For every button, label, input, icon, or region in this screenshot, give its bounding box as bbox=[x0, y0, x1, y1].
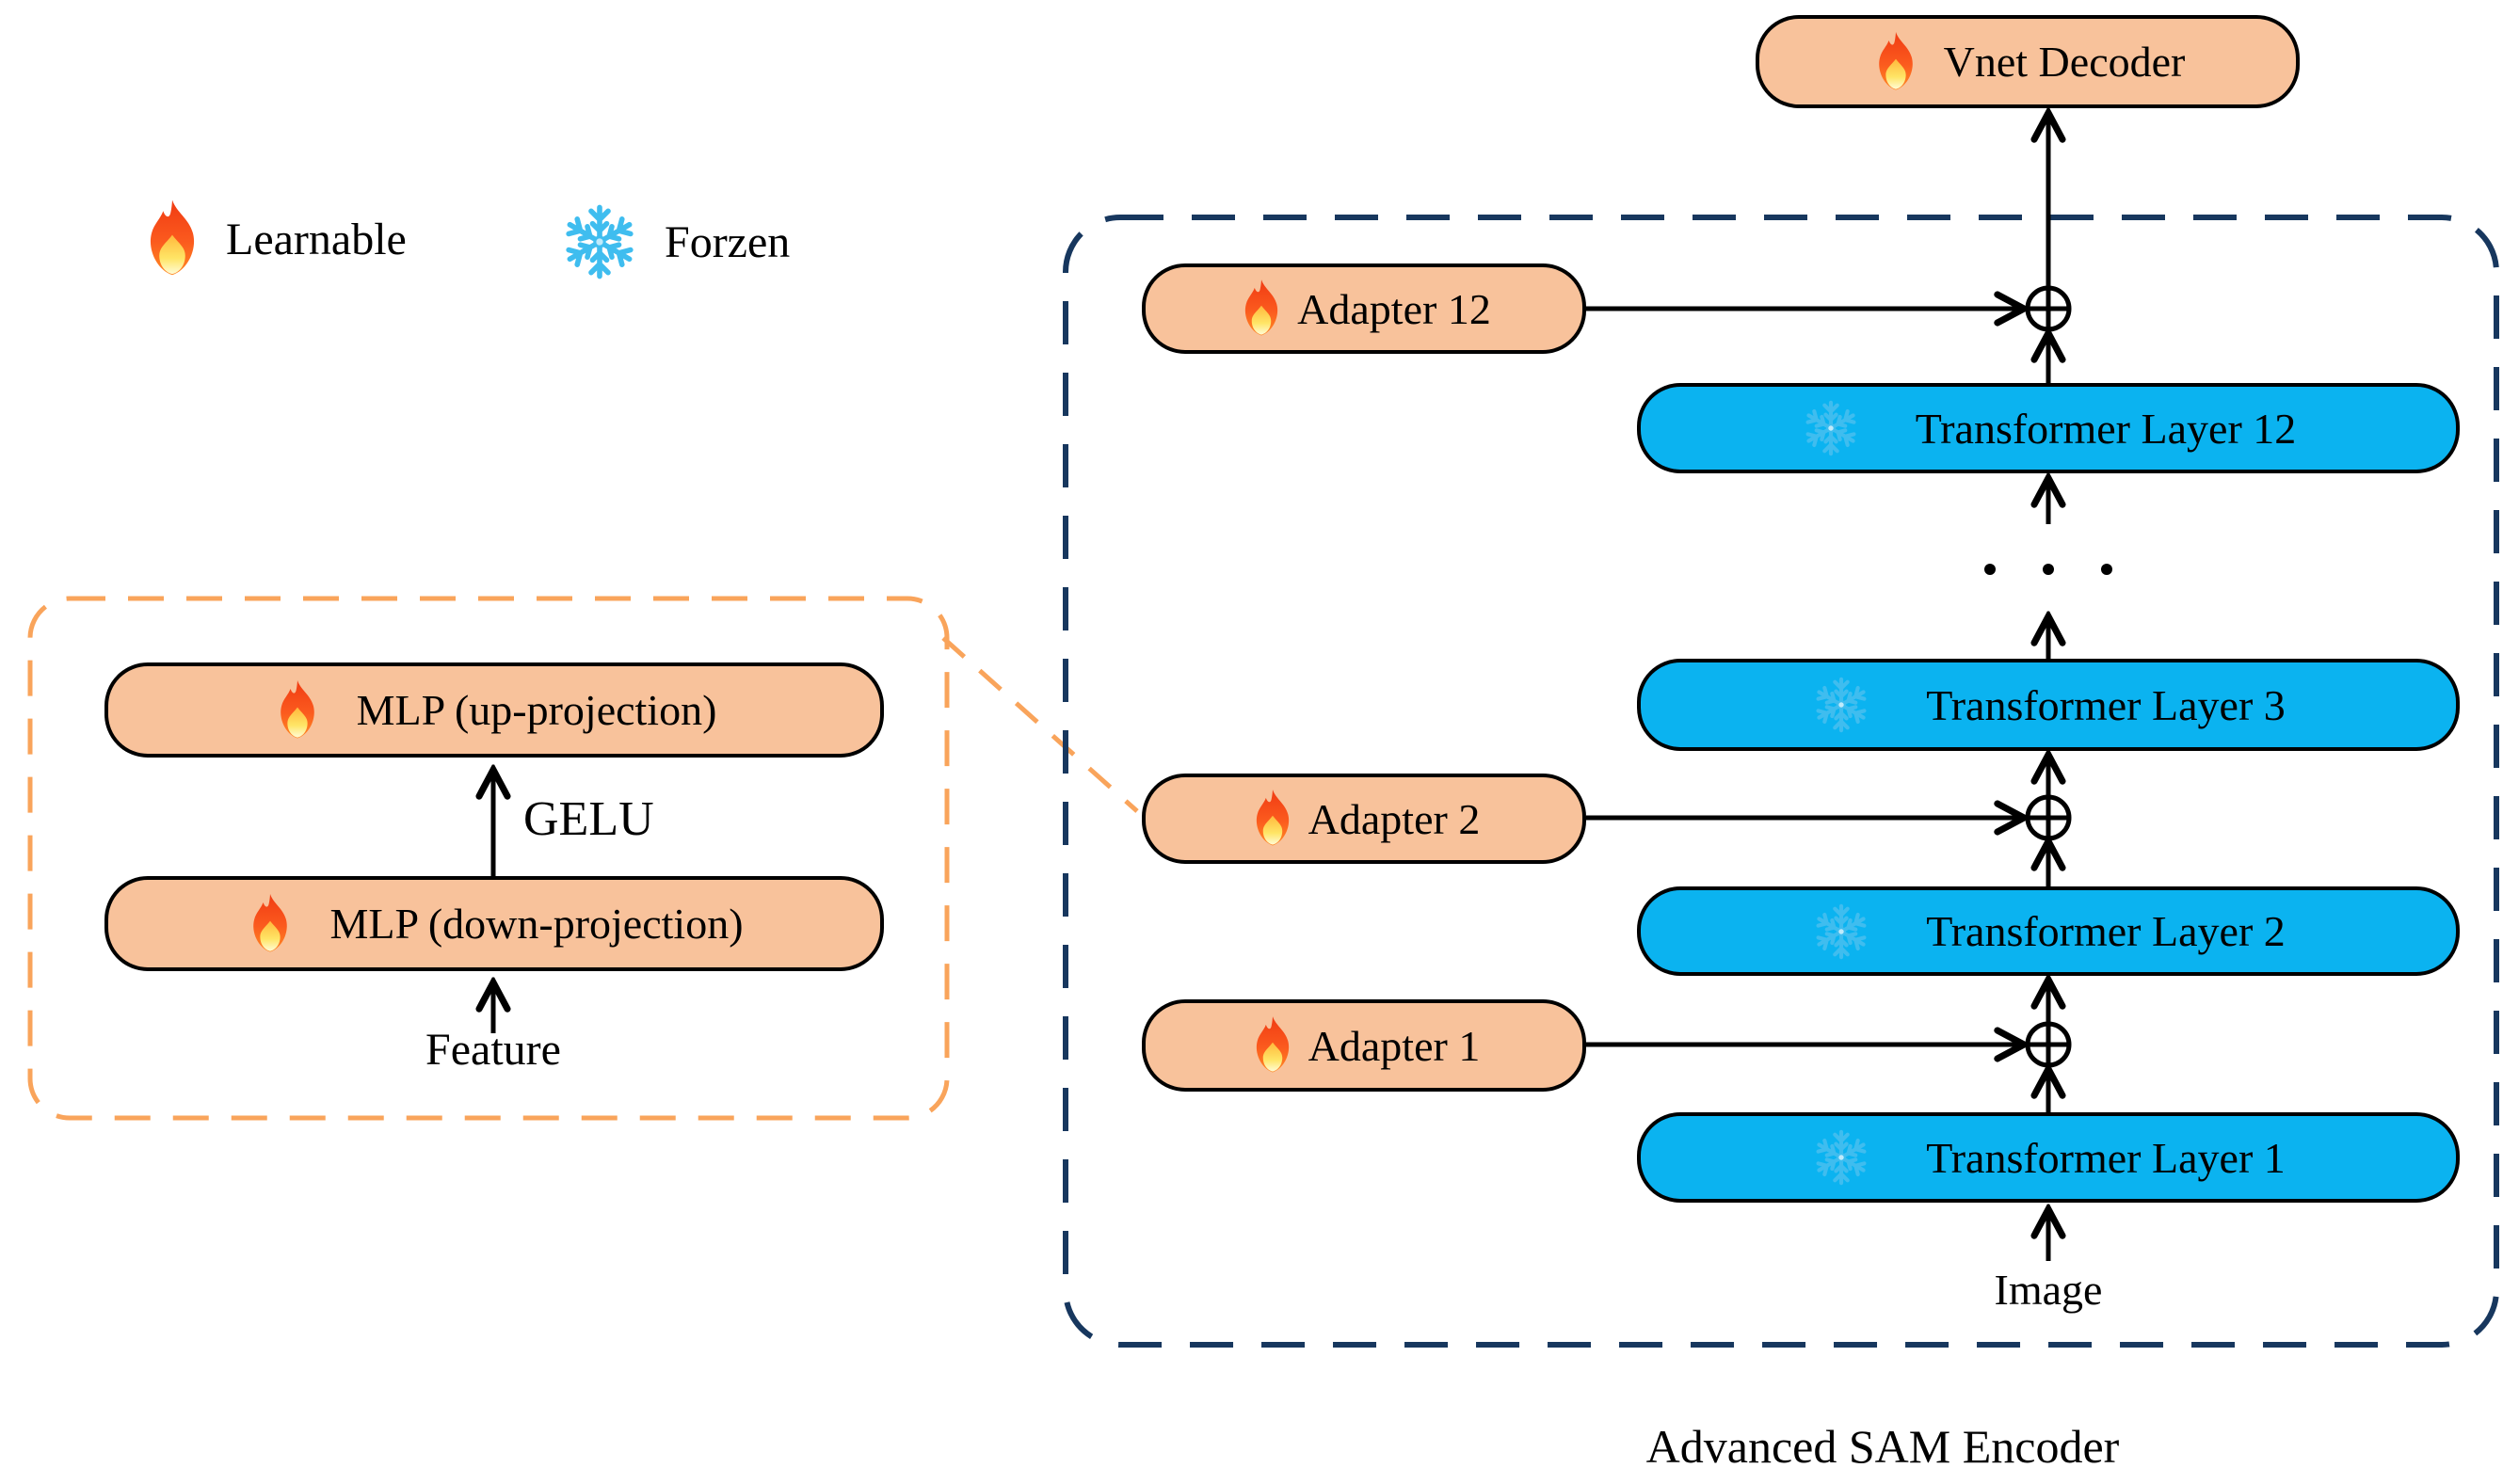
sum-node-top bbox=[2025, 285, 2072, 332]
sum-nodes bbox=[2025, 285, 2072, 1068]
vnet-decoder-box: Vnet Decoder bbox=[1756, 15, 2300, 108]
vnet-decoder-label: Vnet Decoder bbox=[1943, 38, 2186, 86]
adapter-2-box: Adapter 2 bbox=[1142, 774, 1586, 864]
snowflake-icon bbox=[1811, 902, 1871, 962]
zoom-callout-dashed-line bbox=[941, 636, 1139, 813]
legend-frozen-label: Forzen bbox=[665, 216, 791, 267]
legend-frozen: Forzen bbox=[559, 201, 790, 282]
snowflake-icon bbox=[1811, 675, 1871, 735]
transformer-layer-12-label: Transformer Layer 12 bbox=[1915, 404, 2297, 453]
ellipsis-dots bbox=[1984, 564, 2112, 575]
snowflake-icon bbox=[559, 201, 640, 282]
adapter-2-label: Adapter 2 bbox=[1308, 794, 1481, 843]
transformer-layer-3-box: Transformer Layer 3 bbox=[1637, 659, 2460, 751]
figure-caption: Advanced SAM Encoder bbox=[1645, 1420, 2120, 1473]
flame-icon bbox=[1248, 787, 1297, 851]
flame-icon bbox=[1870, 28, 1921, 96]
mlp-down-projection-box: MLP (down-projection) bbox=[104, 876, 884, 971]
mlp-up-projection-box: MLP (up-projection) bbox=[104, 662, 884, 758]
adapter-1-box: Adapter 1 bbox=[1142, 999, 1586, 1092]
transformer-layer-2-label: Transformer Layer 2 bbox=[1926, 907, 2286, 955]
transformer-layer-1-box: Transformer Layer 1 bbox=[1637, 1112, 2460, 1203]
mlp-down-projection-label: MLP (down-projection) bbox=[329, 900, 744, 948]
legend-learnable-label: Learnable bbox=[226, 214, 407, 264]
feature-label: Feature bbox=[425, 1025, 561, 1075]
adapter-12-label: Adapter 12 bbox=[1297, 284, 1491, 333]
encoder-panel-border bbox=[1063, 215, 2499, 1348]
transformer-layer-12-box: Transformer Layer 12 bbox=[1637, 383, 2460, 473]
adapter-skip-arrows bbox=[1586, 309, 2024, 1045]
transformer-layer-3-label: Transformer Layer 3 bbox=[1926, 680, 2286, 729]
adapter-12-box: Adapter 12 bbox=[1142, 263, 1586, 354]
snowflake-icon bbox=[1811, 1127, 1871, 1188]
flame-icon bbox=[139, 196, 205, 282]
flame-icon bbox=[1237, 277, 1286, 341]
transformer-layer-2-box: Transformer Layer 2 bbox=[1637, 886, 2460, 976]
gelu-label: GELU bbox=[523, 792, 654, 846]
snowflake-icon bbox=[1801, 398, 1861, 458]
legend-learnable: Learnable bbox=[139, 196, 407, 282]
adapter-detail-panel-border bbox=[27, 596, 1139, 1121]
adapter-1-label: Adapter 1 bbox=[1308, 1021, 1481, 1070]
flame-icon bbox=[1248, 1013, 1297, 1077]
flame-icon bbox=[272, 678, 323, 743]
image-label: Image bbox=[1994, 1266, 2103, 1314]
sum-node-mid bbox=[2025, 794, 2072, 841]
sum-node-bottom bbox=[2025, 1021, 2072, 1068]
transformer-layer-1-label: Transformer Layer 1 bbox=[1926, 1133, 2286, 1182]
flame-icon bbox=[245, 891, 296, 957]
mlp-up-projection-label: MLP (up-projection) bbox=[356, 686, 717, 734]
